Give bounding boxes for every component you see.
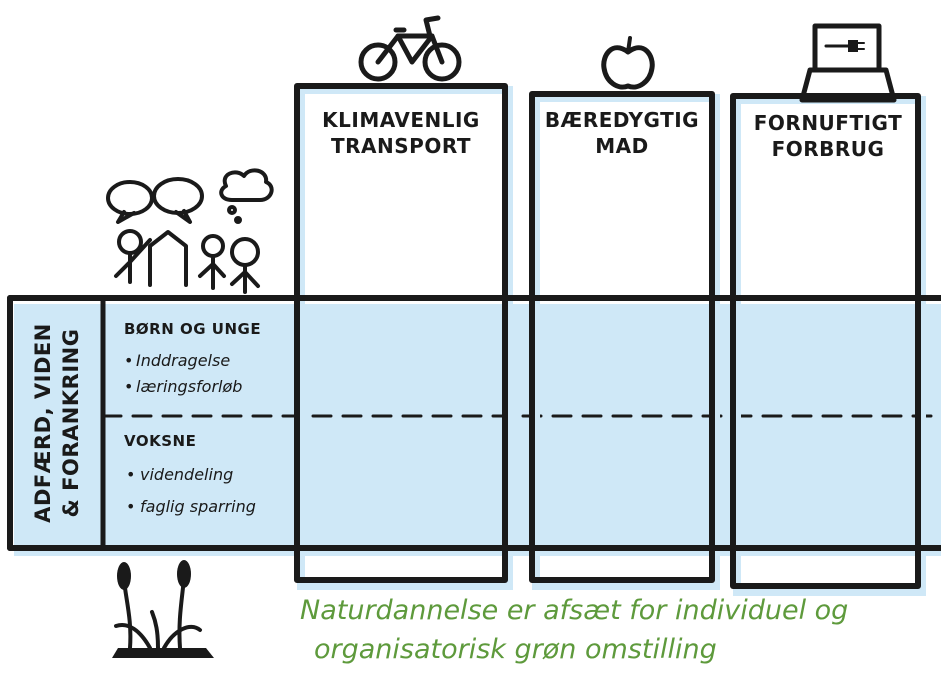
side-label-line1: ADFÆRD, VIDEN <box>31 323 55 523</box>
band-shadow <box>14 304 941 556</box>
column-shadow <box>297 86 513 590</box>
bullet-laeringsforlob: læringsforløb <box>136 377 242 396</box>
column-title-2-line1: BÆREDYGTIG <box>545 108 699 132</box>
people-icon <box>106 168 274 294</box>
column-title-3-line2: FORBRUG <box>772 137 885 161</box>
bullet-dot: • <box>126 497 135 516</box>
caption-line2: organisatorisk grøn omstilling <box>314 634 717 665</box>
column-title-1-line1: KLIMAVENLIG <box>322 108 480 132</box>
plant-icon <box>112 560 214 658</box>
bullet-dot: • <box>124 377 133 396</box>
caption-line1: Naturdannelse er afsæt for individuel og <box>300 595 848 626</box>
plug-box-icon <box>799 23 897 103</box>
column-title-1-line2: TRANSPORT <box>331 134 471 158</box>
column-klimavenlig <box>294 83 513 590</box>
bullet-dot: • <box>126 465 135 484</box>
section-title-voksne: VOKSNE <box>124 432 196 450</box>
column-box <box>730 93 921 589</box>
side-label: ADFÆRD, VIDEN & FORANKRING <box>31 323 83 523</box>
bicycle-icon <box>358 15 462 82</box>
bullet-inddragelse: Inddragelse <box>136 351 230 370</box>
column-shadow <box>532 94 720 590</box>
column-baeredygtig <box>529 91 720 590</box>
column-title-3-line1: FORNUFTIGT <box>754 111 903 135</box>
side-label-line2: & FORANKRING <box>59 329 83 518</box>
bullet-dot: • <box>124 351 133 370</box>
column-title-2-line2: MAD <box>595 134 648 158</box>
section-title-born: BØRN OG UNGE <box>124 320 261 338</box>
apple-icon <box>601 36 655 90</box>
column-box <box>294 83 508 583</box>
column-box <box>529 91 715 583</box>
bullet-faglig-sparring: faglig sparring <box>140 497 256 516</box>
bullet-videndeling: videndeling <box>140 465 233 484</box>
